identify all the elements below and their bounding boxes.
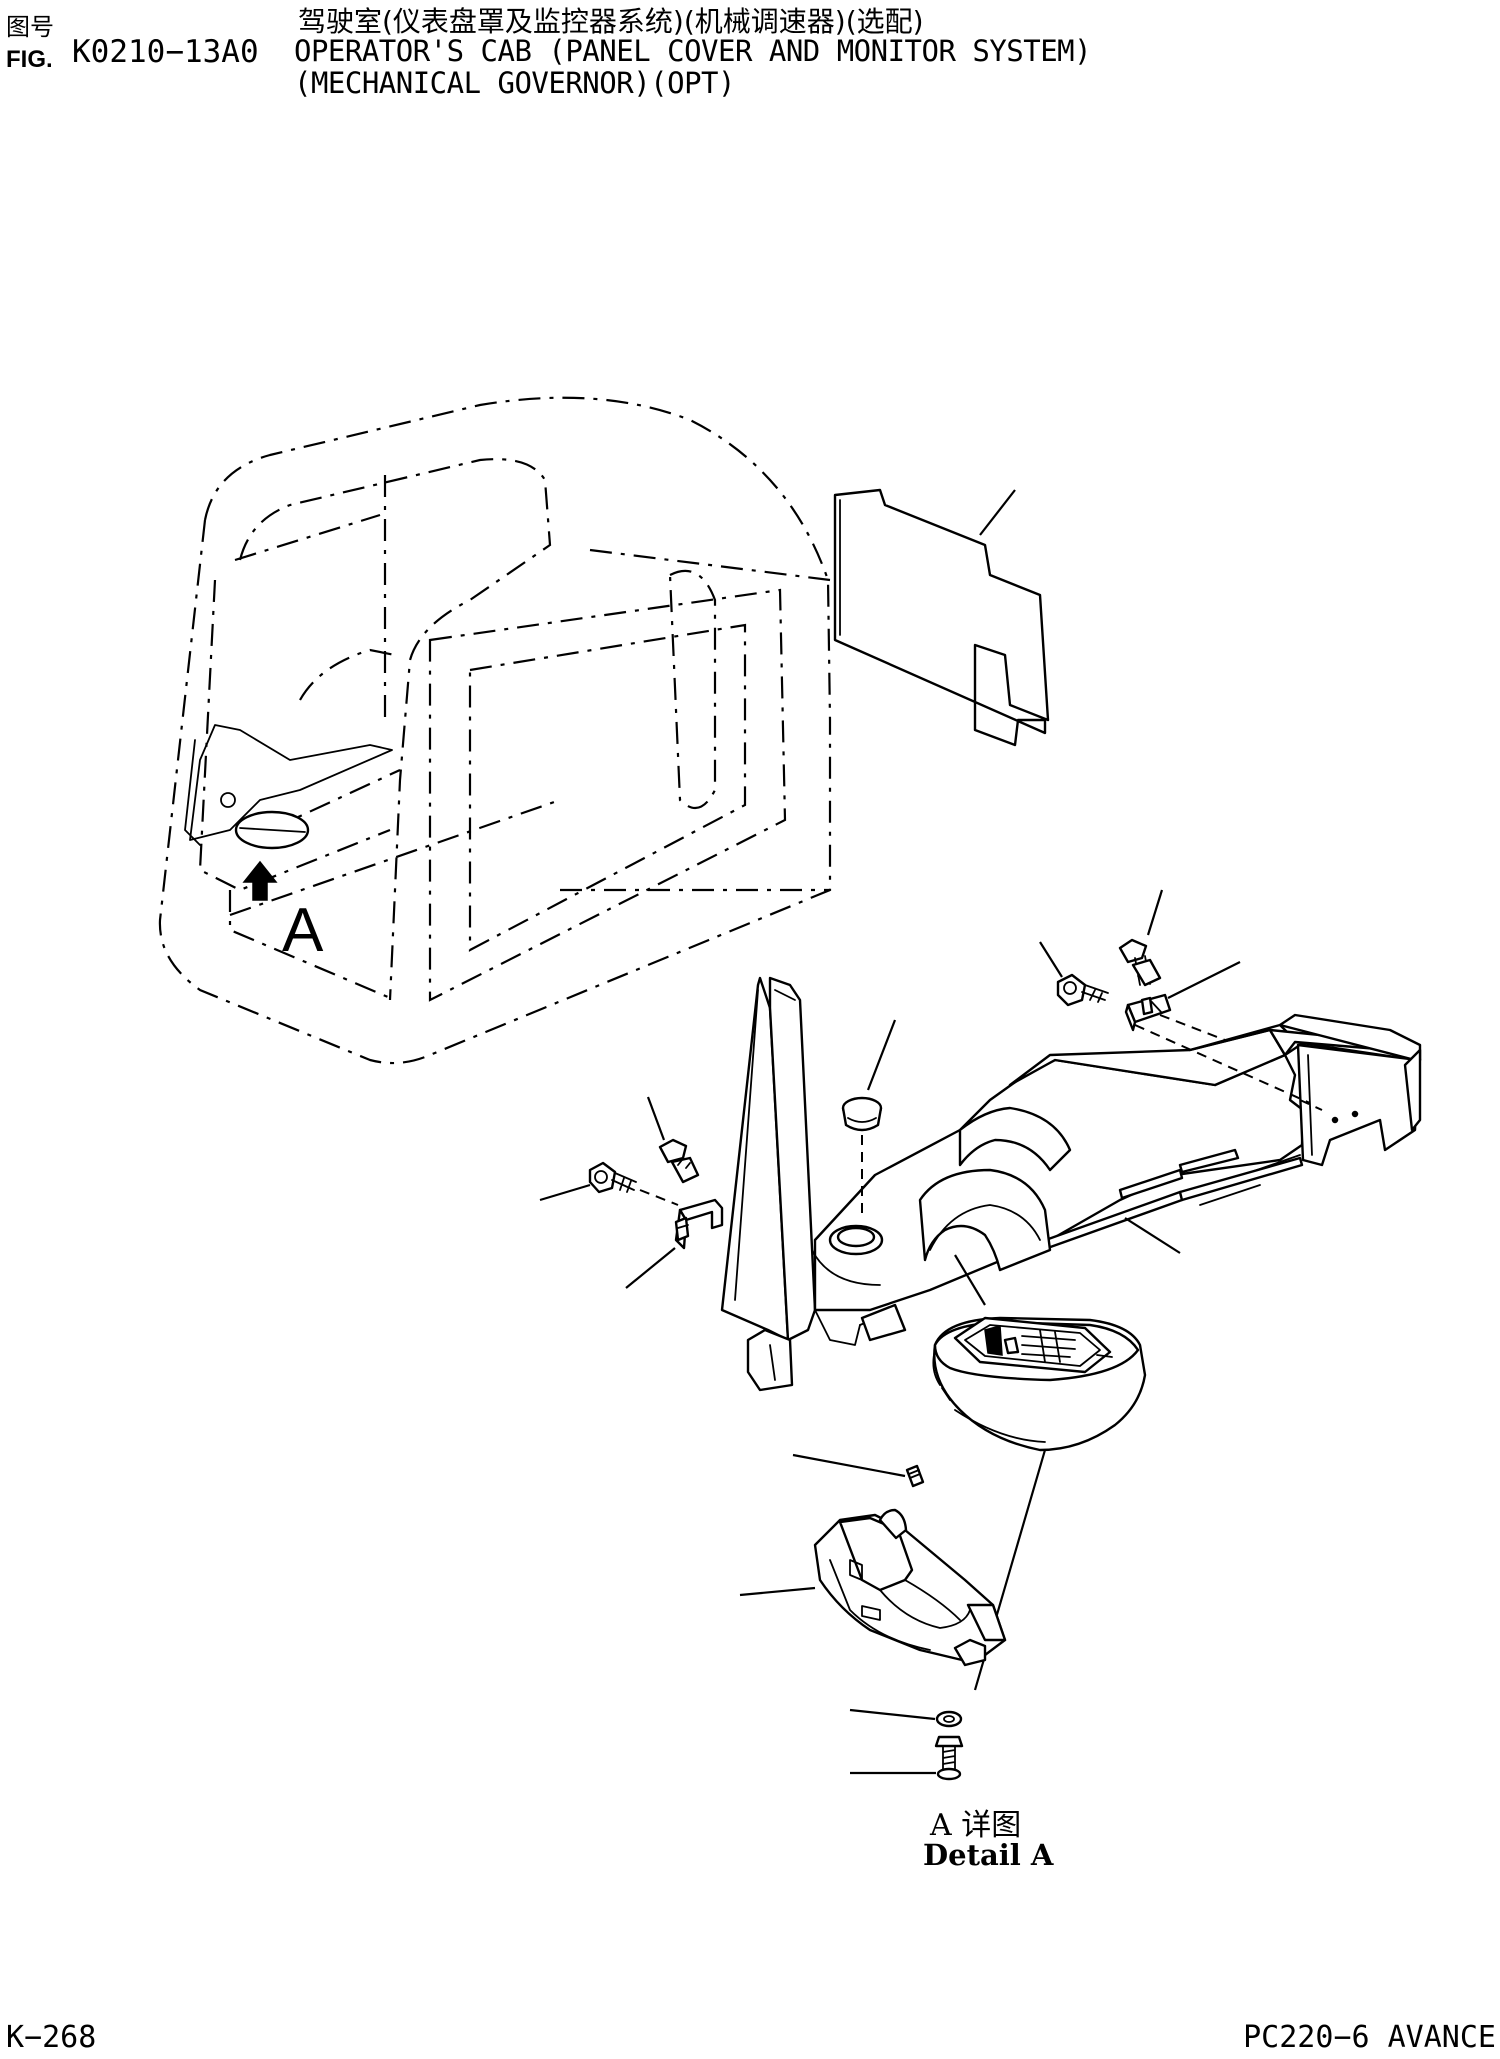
panel-cover xyxy=(720,976,1422,1392)
bolt-clip-set-right xyxy=(1039,889,1241,1041)
detail-a-screw xyxy=(850,1735,964,1781)
monitor xyxy=(932,1254,1147,1691)
page-code: K−268 xyxy=(6,2020,97,2055)
detail-a-lamp-bulb xyxy=(792,1453,925,1488)
detail-a-monitor-bracket xyxy=(739,1508,1007,1667)
header: 图号 FIG. K0210−13A0 驾驶室(仪表盘罩及监控器系统)(机械调速器… xyxy=(0,0,1500,110)
cab-panel-location xyxy=(184,724,393,850)
title-en-line2: (MECHANICAL GOVERNOR)(OPT) xyxy=(294,66,735,100)
fig-label-en: FIG. xyxy=(6,46,53,73)
title-en-line1: OPERATOR'S CAB (PANEL COVER AND MONITOR … xyxy=(294,34,1092,68)
model-name: PC220−6 AVANCE xyxy=(1243,2020,1496,2055)
fig-code: K0210−13A0 xyxy=(72,34,259,70)
bolt-clip-set-left xyxy=(539,1096,724,1289)
rubber-plug xyxy=(841,1019,897,1220)
fig-label-cn: 图号 xyxy=(6,13,54,41)
view-arrow-icon xyxy=(242,860,278,901)
title-cn: 驾驶室(仪表盘罩及监控器系统)(机械调速器)(选配) xyxy=(298,5,924,38)
detail-label-en: Detail A xyxy=(923,1838,1054,1872)
detail-a-washer xyxy=(849,1708,963,1728)
insulation-sheet xyxy=(833,488,1050,747)
operator-cab-outline xyxy=(158,396,832,1065)
view-callout-label: A xyxy=(282,896,324,965)
detail-label-cn: A 详图 xyxy=(930,1808,1022,1843)
